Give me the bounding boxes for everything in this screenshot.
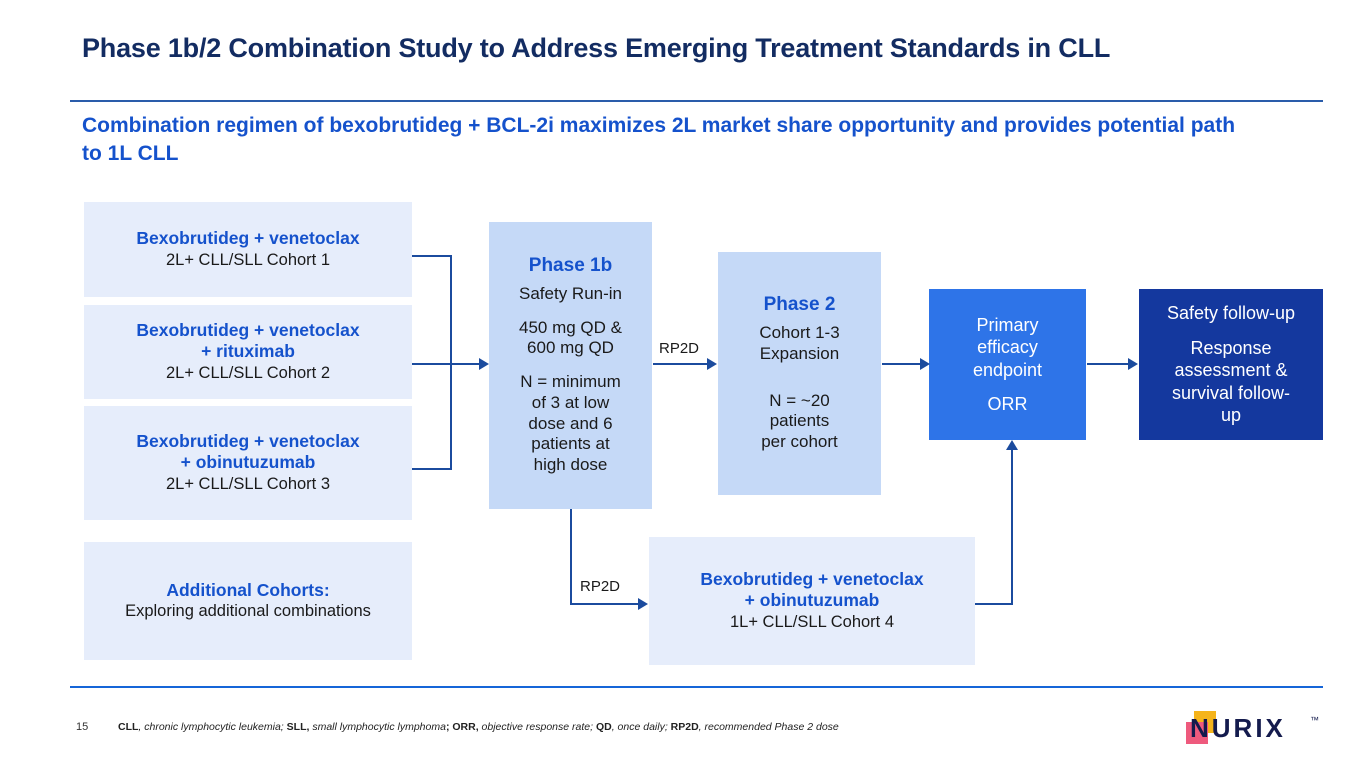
cohort-4-title-line-2: + obinutuzumab: [744, 590, 880, 611]
phase-2-heading: Phase 2: [763, 294, 836, 316]
phase-1b-line-3: 600 mg QD: [527, 338, 614, 358]
cohort-3-title: Bexobrutideg + venetoclax + obinutuzumab: [136, 431, 360, 473]
cohort-2-subtitle: 2L+ CLL/SLL Cohort 2: [165, 363, 331, 382]
connector-cohort-3: [412, 468, 452, 470]
cohort-1-title: Bexobrutideg + venetoclax: [136, 228, 360, 249]
cohort-box-2[interactable]: Bexobrutideg + venetoclax + rituximab 2L…: [84, 305, 412, 399]
phase-1b-line-1: Safety Run-in: [519, 283, 622, 303]
additional-cohorts-subtitle: Exploring additional combinations: [125, 602, 371, 621]
connector-endpoint-to-followup: [1087, 363, 1129, 365]
logo-pink-square-icon: [1186, 722, 1208, 744]
cohort-4-subtitle: 1L+ CLL/SLL Cohort 4: [729, 612, 895, 631]
endpoint-line-1: Primary: [976, 314, 1039, 335]
footer-divider: [70, 686, 1323, 688]
connector-cohort-1: [412, 255, 452, 257]
phase-1b-line-2: 450 mg QD &: [519, 317, 622, 337]
phase-2-line-3: N = ~20: [769, 390, 830, 410]
phase-2-line-2: Expansion: [759, 343, 840, 363]
cohort-1-subtitle: 2L+ CLL/SLL Cohort 1: [165, 250, 331, 269]
arrow-cohort4-to-endpoint-icon: [1006, 440, 1018, 450]
additional-cohorts-title: Additional Cohorts:: [166, 579, 330, 600]
arrow-to-endpoint-icon: [920, 358, 930, 370]
phase-1b-line-8: high dose: [533, 455, 608, 475]
followup-line-2: Response: [1190, 337, 1272, 358]
connector-phase1b-to-phase2: [653, 363, 708, 365]
followup-line-1: Safety follow-up: [1166, 303, 1296, 324]
cohort-box-3[interactable]: Bexobrutideg + venetoclax + obinutuzumab…: [84, 406, 412, 520]
safety-followup-box[interactable]: Safety follow-up Response assessment & s…: [1139, 289, 1323, 440]
endpoint-line-2: efficacy: [977, 337, 1038, 357]
phase-2-line-4: patients: [769, 411, 830, 431]
connector-trunk-vertical: [450, 255, 452, 470]
followup-line-4: survival follow-: [1171, 382, 1291, 403]
followup-line-5: up: [1220, 405, 1242, 426]
phase-1b-box[interactable]: Phase 1b Safety Run-in 450 mg QD & 600 m…: [489, 222, 652, 509]
edge-label-rp2d-bottom: RP2D: [580, 578, 621, 595]
followup-line-3: assessment &: [1174, 360, 1288, 381]
arrow-to-phase2-icon: [707, 358, 717, 370]
connector-cohort4-up: [1011, 450, 1013, 605]
connector-cohort4-right: [975, 603, 1013, 605]
phase-1b-line-6: dose and 6: [528, 413, 613, 433]
phase-1b-line-7: patients at: [531, 434, 610, 454]
phase-1b-line-5: of 3 at low: [531, 392, 610, 412]
page-subtitle: Combination regimen of bexobrutideg + BC…: [82, 114, 1236, 166]
endpoint-line-3: endpoint: [972, 359, 1043, 380]
phase-1b-heading: Phase 1b: [528, 255, 613, 277]
endpoint-line-4: ORR: [987, 394, 1028, 414]
phase-2-box[interactable]: Phase 2 Cohort 1-3 Expansion N = ~20 pat…: [718, 252, 881, 495]
cohort-box-additional[interactable]: Additional Cohorts: Exploring additional…: [84, 542, 412, 660]
cohort-4-box[interactable]: Bexobrutideg + venetoclax + obinutuzumab…: [649, 537, 975, 665]
nurix-logo: NURIX ™: [1186, 711, 1326, 745]
edge-label-rp2d-top: RP2D: [659, 340, 700, 357]
logo-trademark: ™: [1310, 715, 1319, 725]
header-divider: [70, 100, 1323, 102]
phase-1b-line-4: N = minimum: [520, 372, 621, 392]
arrow-to-followup-icon: [1128, 358, 1138, 370]
footnote-abbreviations: CLL, chronic lymphocytic leukemia; SLL, …: [118, 721, 839, 733]
phase-2-line-1: Cohort 1-3: [759, 323, 840, 343]
connector-phase2-to-endpoint: [882, 363, 922, 365]
cohort-2-title: Bexobrutideg + venetoclax + rituximab: [136, 320, 360, 362]
logo-wordmark: NURIX: [1190, 713, 1286, 743]
page-title: Phase 1b/2 Combination Study to Address …: [82, 33, 1111, 63]
arrow-to-phase1b-icon: [479, 358, 489, 370]
connector-cohort-2: [412, 363, 452, 365]
cohort-box-1[interactable]: Bexobrutideg + venetoclax 2L+ CLL/SLL Co…: [84, 202, 412, 297]
cohort-3-subtitle: 2L+ CLL/SLL Cohort 3: [165, 474, 331, 493]
arrow-to-cohort4-icon: [638, 598, 648, 610]
primary-endpoint-box[interactable]: Primary efficacy endpoint ORR: [929, 289, 1086, 440]
cohort-4-title-line-1: Bexobrutideg + venetoclax: [700, 569, 924, 590]
page-number: 15: [76, 721, 89, 733]
connector-down-to-cohort4: [570, 603, 640, 605]
connector-trunk-to-phase1b: [450, 363, 481, 365]
connector-phase1b-down: [570, 509, 572, 605]
phase-2-line-5: per cohort: [761, 432, 838, 451]
